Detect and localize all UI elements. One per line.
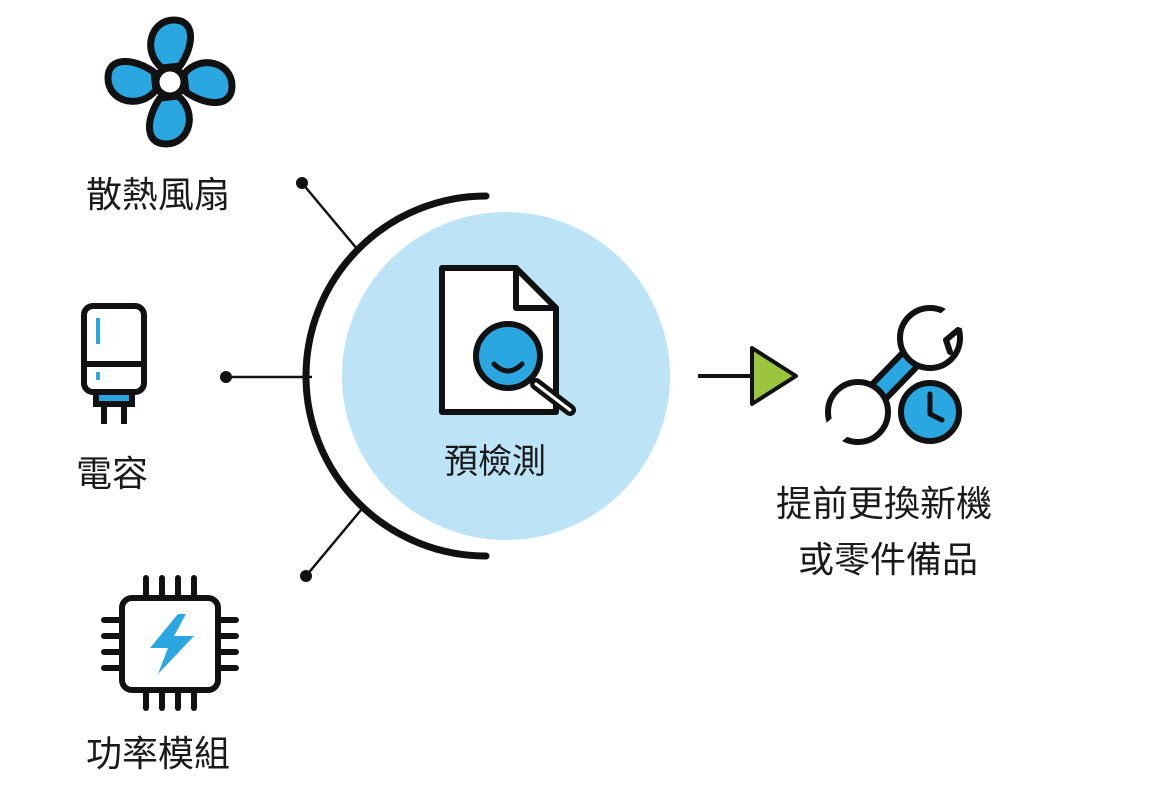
connector-lines: [226, 182, 362, 577]
result-label-line2: 或零件備品: [798, 540, 979, 581]
arrow-head: [750, 346, 798, 406]
capacitor-icon: [81, 303, 147, 424]
fan-icon: [104, 16, 236, 148]
pre-inspection-label: 預檢測: [444, 442, 546, 482]
connector-dot-fan: [296, 177, 308, 189]
document-search-icon: [439, 265, 576, 416]
result-label-line1: 提前更換新機: [776, 484, 993, 525]
connector-dot-capacitor: [220, 371, 232, 383]
capacitor-label: 電容: [76, 454, 149, 495]
bracket-arc: [302, 192, 490, 560]
wrench-clock-icon: [822, 305, 966, 445]
power-module-label: 功率模組: [86, 734, 231, 775]
connector-dot-module: [300, 570, 312, 582]
fan-label: 散熱風扇: [86, 175, 231, 216]
power-module-icon: [101, 575, 239, 711]
